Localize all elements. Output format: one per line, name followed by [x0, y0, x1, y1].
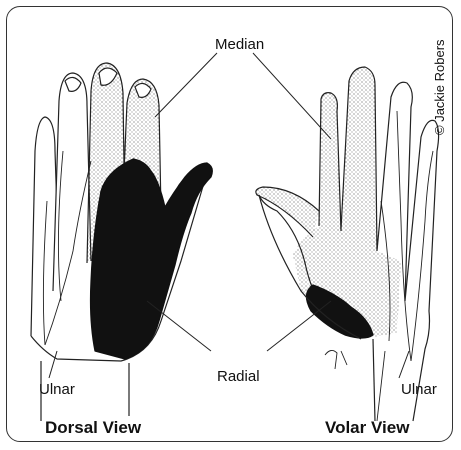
ulnar-left-label: Ulnar [39, 382, 75, 397]
dorsal-view-caption: Dorsal View [45, 419, 141, 436]
figure-frame: Median Radial Ulnar Ulnar Dorsal View Vo… [6, 6, 453, 442]
volar-hand [256, 67, 439, 421]
ulnar-right-label: Ulnar [401, 382, 437, 397]
median-label: Median [215, 37, 264, 52]
volar-view-caption: Volar View [325, 419, 409, 436]
radial-label: Radial [217, 369, 260, 384]
copyright-credit: © Jackie Robers [432, 39, 447, 135]
dorsal-hand [31, 63, 212, 421]
